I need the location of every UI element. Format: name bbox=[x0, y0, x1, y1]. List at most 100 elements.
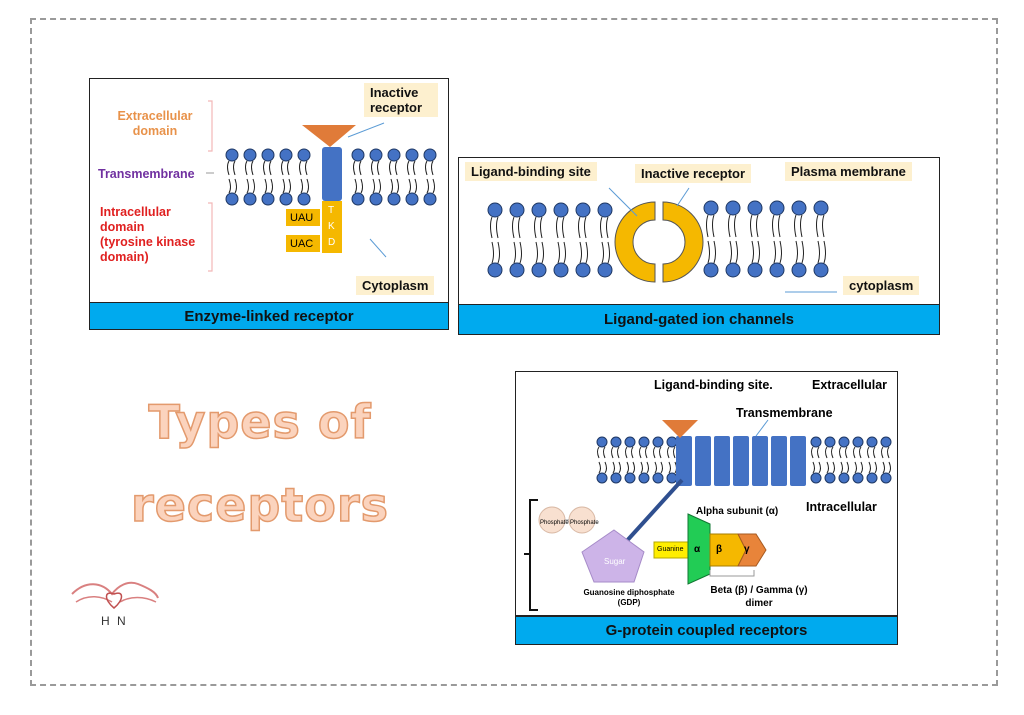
phospholipid-head bbox=[597, 262, 613, 278]
plasma-membrane-label: Plasma membrane bbox=[785, 162, 912, 181]
phospholipid-head bbox=[351, 192, 365, 206]
extracellular-domain-label: Extracellular domain bbox=[117, 109, 193, 138]
phosphate-2-label: Phosphate bbox=[570, 520, 599, 526]
gamma-symbol: γ bbox=[744, 544, 750, 555]
phospholipid-head bbox=[810, 472, 822, 484]
transmembrane-helix bbox=[695, 436, 711, 486]
gpcr-caption: G-protein coupled receptors bbox=[515, 616, 898, 645]
extracellular-label: Extracellular bbox=[812, 378, 888, 392]
phospholipid-head bbox=[769, 200, 785, 216]
phospholipid-head bbox=[575, 202, 591, 218]
gpcr-panel: Ligand-binding site. Extracellular Trans… bbox=[515, 371, 898, 616]
transmembrane-label: Transmembrane bbox=[98, 167, 195, 181]
page-title-line2: receptors bbox=[130, 477, 389, 533]
gdp-label: Guanosine diphosphate (GDP) bbox=[583, 588, 675, 607]
phospholipid-head bbox=[575, 262, 591, 278]
transmembrane-helix bbox=[752, 436, 768, 486]
phospholipid-head bbox=[666, 436, 678, 448]
tkd-label: T K D bbox=[328, 205, 336, 248]
transmembrane-helix bbox=[733, 436, 749, 486]
phospholipid-head bbox=[279, 192, 293, 206]
phospholipid-head bbox=[423, 192, 437, 206]
phospholipid-head bbox=[652, 472, 664, 484]
tkd-domain bbox=[322, 201, 342, 253]
enzyme-linked-panel: Extracellular domain Transmembrane Intra… bbox=[89, 78, 449, 303]
ligand bbox=[662, 420, 698, 438]
transmembrane-helix bbox=[790, 436, 806, 486]
phospholipid-head bbox=[747, 262, 763, 278]
intracellular-domain-label: Intracellular domain (tyrosine kinase do… bbox=[100, 205, 196, 264]
enzyme-linked-diagram bbox=[206, 100, 437, 272]
ligand-gated-panel: Ligand-binding site Inactive receptor Pl… bbox=[458, 157, 940, 305]
alpha-subunit-label: Alpha subunit (α) bbox=[696, 506, 779, 517]
channel-right-half bbox=[662, 201, 704, 283]
phospholipid-head bbox=[624, 436, 636, 448]
phospholipid-head bbox=[703, 262, 719, 278]
transmembrane-helix bbox=[771, 436, 787, 486]
phospholipid-head bbox=[666, 472, 678, 484]
phospholipid-head bbox=[243, 192, 257, 206]
phospholipid-head bbox=[531, 262, 547, 278]
phospholipid-head bbox=[813, 262, 829, 278]
transmembrane-helix bbox=[676, 436, 692, 486]
ligand-binding-site-label: Ligand-binding site bbox=[465, 162, 597, 181]
phospholipid-head bbox=[703, 200, 719, 216]
inactive-receptor-label: Inactive receptor bbox=[364, 83, 438, 117]
phospholipid-head bbox=[553, 262, 569, 278]
lipid-bilayer bbox=[596, 436, 892, 484]
transmembrane-label: Transmembrane bbox=[736, 406, 833, 420]
phospholipid-head bbox=[610, 436, 622, 448]
phospholipid-head bbox=[769, 262, 785, 278]
phospholipid-head bbox=[225, 148, 239, 162]
phospholipid-head bbox=[596, 436, 608, 448]
phospholipid-head bbox=[243, 148, 257, 162]
uau-label: UAU bbox=[290, 212, 314, 224]
enzyme-linked-caption: Enzyme-linked receptor bbox=[89, 302, 449, 330]
phospholipid-head bbox=[824, 436, 836, 448]
phospholipid-head bbox=[351, 148, 365, 162]
ligand-gated-caption: Ligand-gated ion channels bbox=[458, 304, 940, 335]
phospholipid-head bbox=[509, 262, 525, 278]
phospholipid-head bbox=[791, 262, 807, 278]
phospholipid-head bbox=[225, 192, 239, 206]
phospholipid-head bbox=[880, 436, 892, 448]
alpha-symbol: α bbox=[694, 544, 701, 555]
lipid-bilayer bbox=[487, 200, 829, 278]
phospholipid-head bbox=[597, 202, 613, 218]
inactive-receptor-label: Inactive receptor bbox=[635, 164, 752, 183]
sugar-label: Sugar bbox=[604, 557, 626, 566]
phospholipid-head bbox=[652, 436, 664, 448]
phospholipid-head bbox=[261, 148, 275, 162]
phospholipid-head bbox=[852, 472, 864, 484]
phospholipid-head bbox=[624, 472, 636, 484]
phospholipid-head bbox=[824, 472, 836, 484]
sugar-pentagon bbox=[581, 529, 645, 583]
cytoplasm-label: cytoplasm bbox=[843, 276, 920, 295]
cytoplasm-label: Cytoplasm bbox=[356, 276, 435, 295]
phospholipid-head bbox=[813, 200, 829, 216]
phospholipid-head bbox=[725, 200, 741, 216]
logo-text: H N bbox=[101, 614, 128, 628]
gamma-subunit bbox=[737, 533, 767, 567]
phosphate-1-label: Phosphate bbox=[540, 520, 569, 526]
page-title-line1: Types of bbox=[148, 394, 372, 450]
phospholipid-head bbox=[369, 148, 383, 162]
gpcr-diagram bbox=[524, 419, 892, 611]
phospholipid-head bbox=[487, 202, 503, 218]
phospholipid-head bbox=[261, 192, 275, 206]
guanine-label: Guanine bbox=[657, 546, 684, 553]
phospholipid-head bbox=[487, 262, 503, 278]
uac-label: UAC bbox=[290, 238, 314, 250]
lipid-bilayer bbox=[225, 148, 437, 206]
phospholipid-head bbox=[638, 436, 650, 448]
channel-left-half bbox=[614, 201, 656, 283]
phospholipid-head bbox=[369, 192, 383, 206]
transmembrane-helix bbox=[714, 436, 730, 486]
phospholipid-head bbox=[387, 148, 401, 162]
phospholipid-head bbox=[880, 472, 892, 484]
phospholipid-head bbox=[791, 200, 807, 216]
phospholipid-head bbox=[725, 262, 741, 278]
phospholipid-head bbox=[297, 192, 311, 206]
phospholipid-head bbox=[509, 202, 525, 218]
transmembrane-helices bbox=[676, 436, 806, 486]
